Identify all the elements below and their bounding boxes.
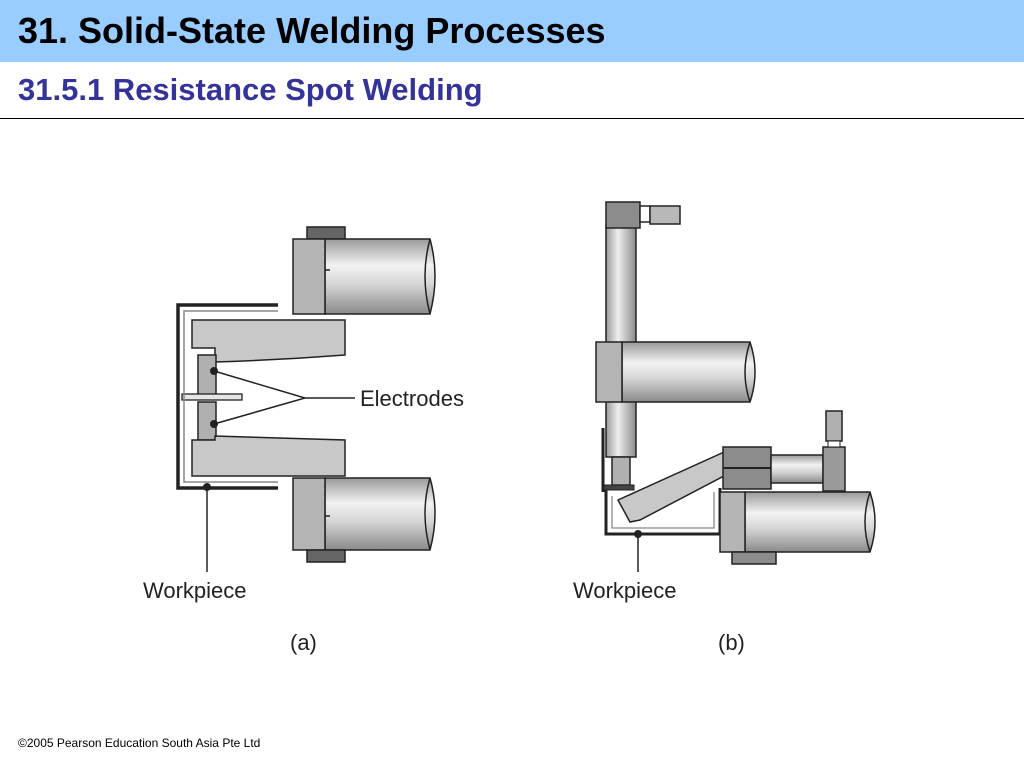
machine-b-top-connector [639,205,651,223]
copyright-footer: ©2005 Pearson Education South Asia Pte L… [18,736,261,750]
electrodes-label: Electrodes [360,386,464,411]
machine-a [176,226,436,572]
workpiece-a-label: Workpiece [143,578,247,603]
workpiece-b-label: Workpiece [573,578,677,603]
slide-subtitle: 31.5.1 Resistance Spot Welding [18,72,483,107]
machine-a-bottom-block [292,477,326,551]
machine-b-right-nozzle [825,410,843,442]
header-divider [0,118,1024,119]
machine-b-column [605,224,637,458]
machine-a-frame [176,303,278,490]
machine-b-top-nozzle [649,205,681,225]
machine-b-electrode [611,456,631,486]
machine-b-link [770,454,824,484]
machine-a-top-cap [306,226,346,240]
machine-b-lower-cylinder [744,491,876,553]
machine-b-upper-block [595,341,623,403]
machine-a-bottom-cylinder [324,477,436,551]
title-bar [0,0,1024,62]
caption-a: (a) [290,630,317,655]
machine-a-lower-arm [191,435,346,477]
machine-a-upper-electrode [197,354,217,396]
machine-b-right-head [822,446,846,492]
caption-b: (b) [718,630,745,655]
machine-a-top-cylinder [324,238,436,315]
electrodes-leader [213,370,355,425]
machine-b-upper-cylinder [621,341,756,403]
spot-welding-diagram: Electrodes Workpiece (a) [143,201,876,655]
machine-b [595,201,876,572]
machine-a-workpiece-plate [181,393,243,401]
machine-a-top-block [292,238,326,315]
machine-b-lower-block [719,491,746,553]
machine-b-top-head [605,201,641,229]
machine-b-lower-foot [731,551,777,565]
slide-title: 31. Solid-State Welding Processes [18,10,606,51]
machine-a-bottom-cap [306,549,346,563]
